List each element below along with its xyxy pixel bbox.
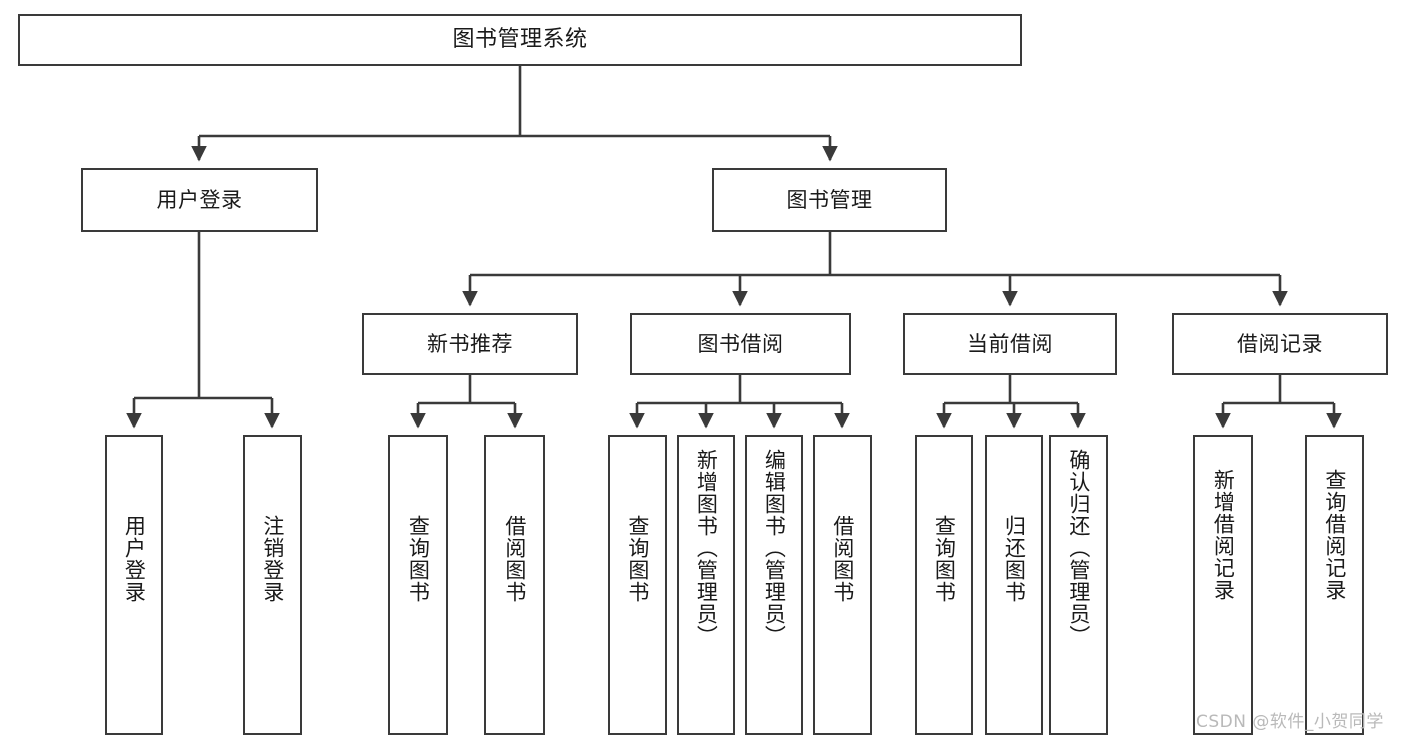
node-borrow-records[interactable]: 借阅记录 [1172,313,1388,375]
node-book-borrowing[interactable]: 图书借阅 [630,313,851,375]
node-label: 图书管理 [786,187,873,212]
node-book-management[interactable]: 图书管理 [712,168,947,232]
node-leaf-return-book[interactable]: 归还图书 [985,435,1043,735]
node-leaf-query-borrow-record[interactable]: 查询借阅记录 [1305,435,1364,735]
node-label: 当前借阅 [967,331,1053,356]
node-new-book-recommendation[interactable]: 新书推荐 [362,313,578,375]
node-leaf-confirm-return-admin[interactable]: 确认归还（管理员） [1049,435,1108,735]
node-leaf-query-book-borrowing[interactable]: 查询图书 [608,435,667,735]
node-label: 用户登录 [156,187,243,212]
node-label: 新增图书（管理员） [694,449,719,647]
node-root-book-management-system[interactable]: 图书管理系统 [18,14,1022,66]
node-label: 确认归还（管理员） [1066,449,1091,647]
node-label: 新增借阅记录 [1211,469,1236,601]
node-leaf-borrow-book-borrowing[interactable]: 借阅图书 [813,435,872,735]
node-current-borrowing[interactable]: 当前借阅 [903,313,1117,375]
node-label: 归还图书 [1002,515,1027,603]
node-label: 图书借阅 [697,331,784,356]
node-label: 注销登录 [260,515,285,603]
node-label: 借阅图书 [502,515,527,603]
csdn-watermark: CSDN @软件_小贺同学 [1196,712,1384,732]
node-leaf-add-borrow-record[interactable]: 新增借阅记录 [1193,435,1253,735]
node-leaf-borrow-book-recommend[interactable]: 借阅图书 [484,435,545,735]
node-label: 借阅记录 [1237,331,1323,356]
node-label: 用户登录 [122,515,147,603]
node-label: 新书推荐 [427,331,513,356]
node-label: 图书管理系统 [452,27,588,53]
node-leaf-query-book-current[interactable]: 查询图书 [915,435,973,735]
node-label: 查询图书 [406,515,431,603]
node-label: 编辑图书（管理员） [762,449,787,647]
node-label: 借阅图书 [830,515,855,603]
node-label: 查询借阅记录 [1322,469,1347,601]
node-label: 查询图书 [625,515,650,603]
node-leaf-logout[interactable]: 注销登录 [243,435,302,735]
node-leaf-query-book-recommend[interactable]: 查询图书 [388,435,448,735]
node-user-login[interactable]: 用户登录 [81,168,318,232]
node-leaf-edit-book-admin[interactable]: 编辑图书（管理员） [745,435,803,735]
node-leaf-user-login[interactable]: 用户登录 [105,435,163,735]
node-label: 查询图书 [932,515,957,603]
node-leaf-add-book-admin[interactable]: 新增图书（管理员） [677,435,735,735]
